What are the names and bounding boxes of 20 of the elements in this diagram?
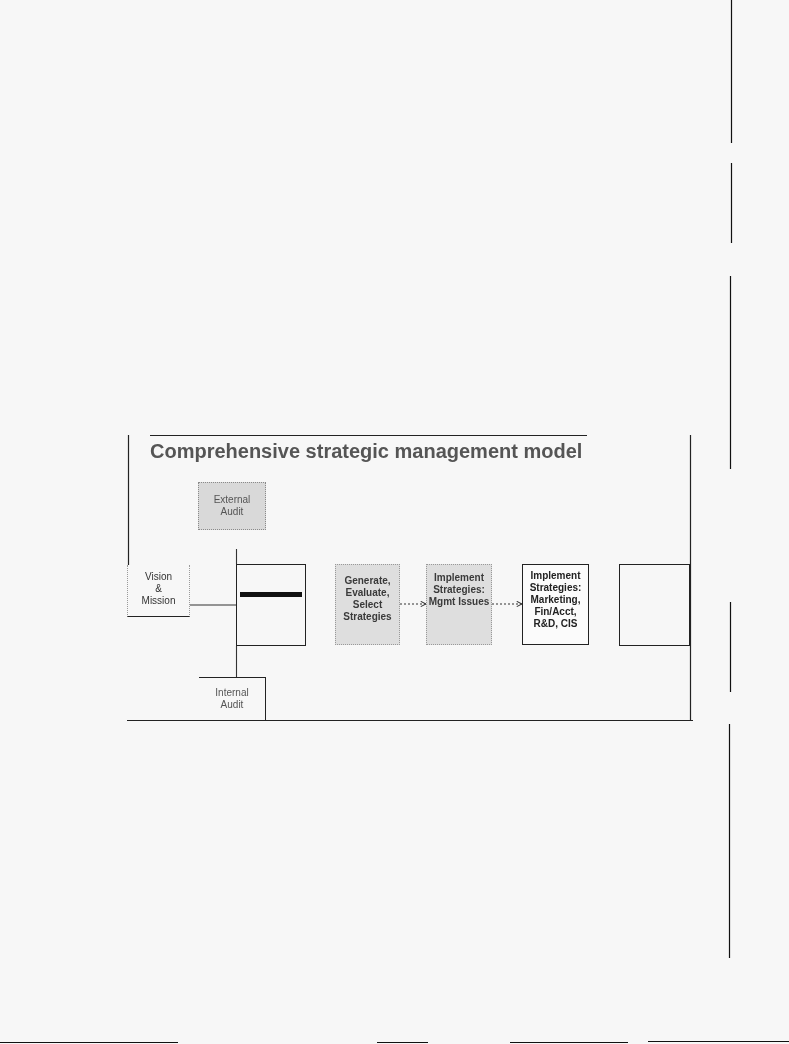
box-label: Implement Strategies: Mgmt Issues (427, 572, 491, 608)
process-box (335, 564, 400, 645)
process-box (522, 564, 589, 645)
connector-line (235, 645, 238, 678)
box-label: External Audit (212, 494, 252, 518)
connector-line (189, 604, 237, 606)
audit-box (199, 677, 266, 720)
box-label: Implement Strategies: Marketing, Fin/Acct, R&D, CIS (528, 570, 583, 630)
empty-box (236, 564, 306, 646)
arrow (491, 600, 523, 608)
box-label: Generate, Evaluate, Select Strategies (342, 575, 393, 623)
arrow (399, 600, 427, 608)
box-label: Vision & Mission (141, 571, 176, 607)
diagram-title: Comprehensive strategic management model (150, 439, 583, 464)
audit-box (198, 482, 266, 530)
vision-box (127, 565, 190, 617)
process-box (426, 564, 492, 645)
box-label: Internal Audit (214, 687, 250, 711)
empty-box (619, 564, 690, 646)
connector-line (235, 548, 238, 565)
